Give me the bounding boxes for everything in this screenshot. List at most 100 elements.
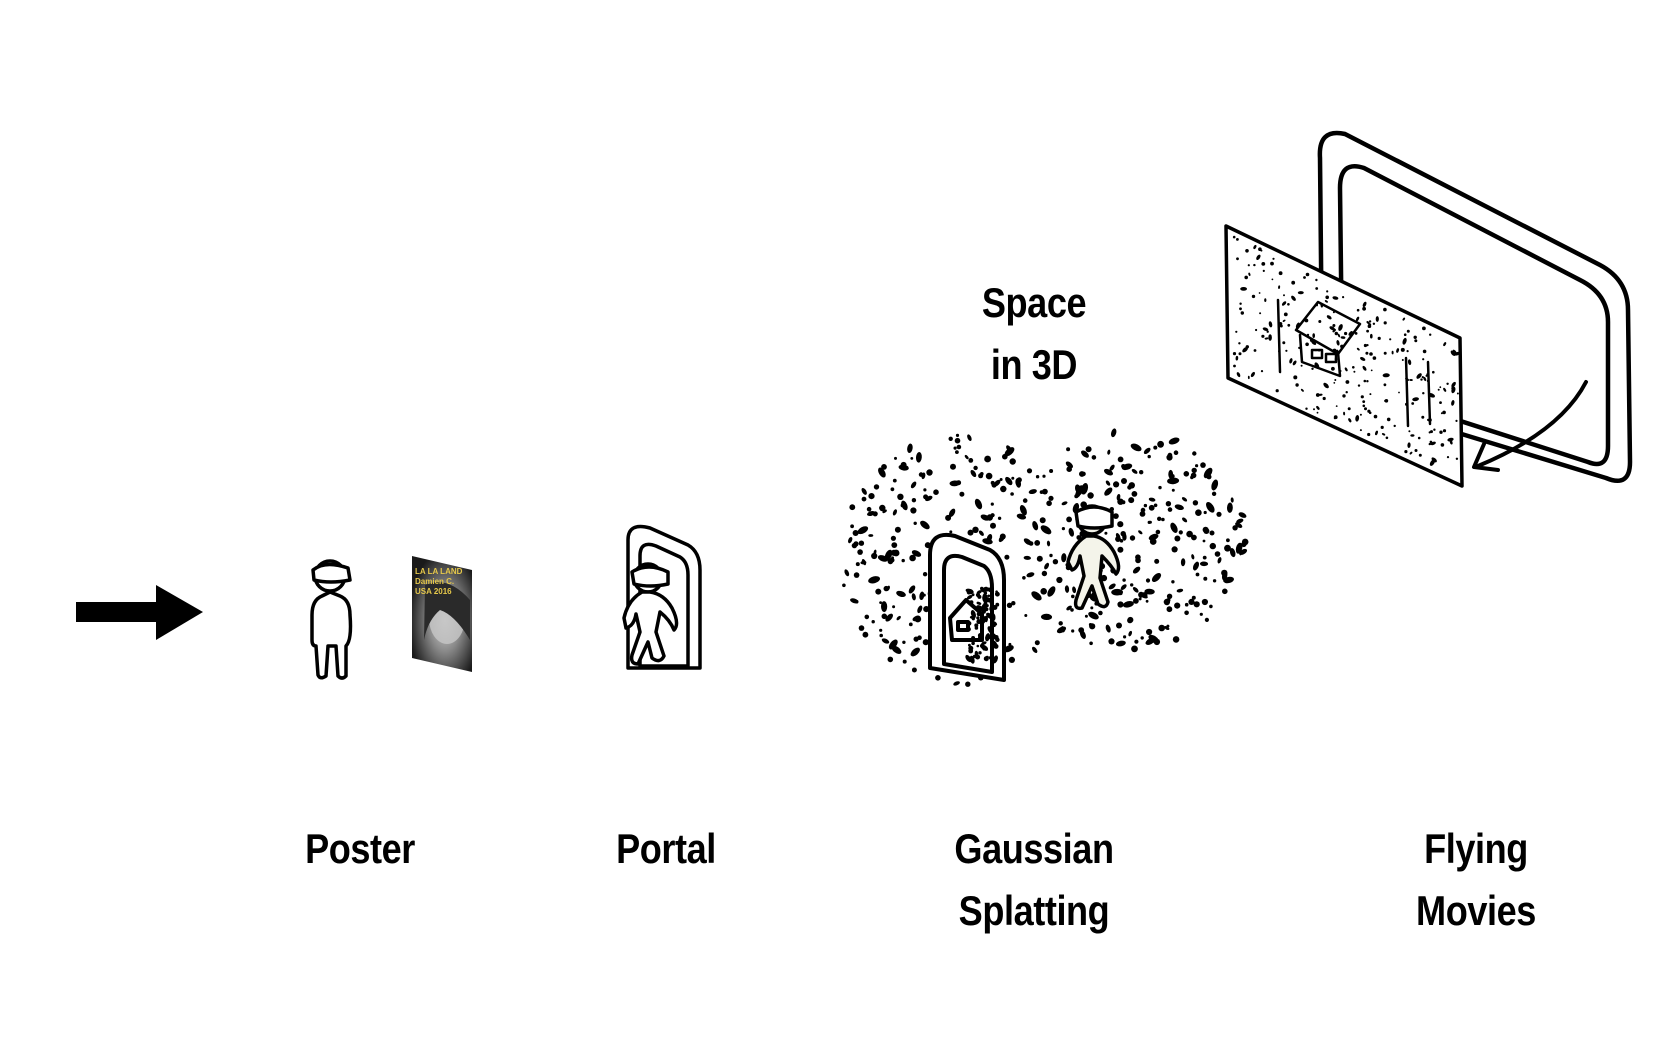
splat-dot [1254,349,1257,352]
splat-dot [1457,393,1459,395]
splat-dot [1192,468,1197,473]
splat-dot [1122,600,1134,609]
splat-dot [1369,393,1371,395]
splat-dot [1287,303,1290,306]
stage-label-line: Gaussian [939,818,1128,880]
splat-dot [923,494,928,499]
splat-dot [1132,586,1140,594]
splat-dot [1366,330,1369,333]
splat-dot [1130,583,1133,586]
splat-dot [912,498,916,502]
splat-dot [1295,383,1298,386]
splat-dot [1272,258,1274,260]
splat-dot [1139,470,1143,474]
splat-dot [1130,535,1135,540]
stage-label-portal: Portal [597,818,735,880]
stage-label-line: Portal [597,818,735,880]
splat-dot [1040,517,1046,523]
splat-dot [1261,370,1263,372]
splat-dot [1384,352,1387,355]
splat-dot [1362,400,1365,403]
splat-dot [903,660,907,664]
splat-dot [1210,543,1216,549]
splat-dot [1373,356,1377,360]
splat-dot [1205,618,1209,622]
splat-dot [1203,556,1207,560]
splat-dot [935,675,941,681]
stage-label-flying-movies: Flying Movies [1399,818,1554,942]
splat-dot [1439,401,1442,404]
splat-dot [980,472,984,476]
splat-dot [971,636,975,640]
splat-dot [865,615,870,620]
splat-dot [1325,296,1329,300]
splat-dot [1132,491,1138,497]
splat-dot [902,559,905,562]
splat-dot [1315,287,1318,290]
splat-dot [1370,334,1373,339]
splat-dot [1023,556,1031,561]
splat-dot [1115,640,1126,647]
splat-dot [1036,475,1039,478]
splat-dot [893,550,900,557]
splat-dot [1264,298,1266,302]
splat-dot [1360,429,1362,431]
splat-dot [1248,264,1250,266]
splat-dot [957,445,962,450]
splat-dot [1423,350,1427,354]
splat-dot [1061,501,1068,507]
splat-dot [1313,408,1315,410]
splat-dot [1407,330,1410,333]
splat-dot [1066,517,1072,523]
splat-dot [1386,437,1389,440]
splat-dot [1056,577,1062,583]
splat-dot [916,605,923,614]
splat-dot [968,458,973,463]
splat-dot [1346,391,1348,393]
splat-dot [1184,471,1190,477]
splat-dot [978,530,985,537]
splat-dot [1123,635,1126,638]
poster-title-text: LA LA LAND [415,567,463,576]
splat-dot [965,682,970,687]
splat-dot [868,493,874,499]
splat-dot [1284,313,1288,317]
splat-dot [1154,559,1159,564]
splat-dot [1089,642,1093,646]
splat-dot [1441,412,1443,414]
splat-dot [1411,402,1414,405]
splat-dot [950,464,956,470]
splat-dot [1146,600,1149,603]
splat-dot [910,507,916,513]
poster-year-text: USA 2016 [415,587,452,596]
splat-dot [1301,365,1303,367]
splat-dot [977,645,980,648]
splat-dot [992,605,997,610]
splat-dot [1072,586,1077,593]
splat-dot [1047,540,1051,546]
splat-dot [1418,437,1421,440]
splat-dot [1226,538,1230,542]
splat-dot [1128,497,1134,503]
splat-dot [1224,545,1231,552]
splat-dot [923,572,927,576]
splat-dot [1134,640,1138,644]
splat-dot [893,479,897,483]
splat-dot [1344,332,1347,335]
splat-dot [1174,603,1180,609]
splat-dot [1200,613,1203,616]
splat-dot [1141,508,1146,513]
splat-dot [1148,455,1151,458]
splat-dot [916,452,923,463]
splat-dot [1062,527,1065,530]
splat-dot [897,494,903,500]
splat-dot [1090,606,1093,609]
splat-dot [977,595,981,599]
splat-dot [1389,338,1391,340]
splat-dot [1233,236,1236,239]
splat-dot [1443,429,1446,432]
splat-dot [1422,376,1424,378]
splat-dot [1092,455,1097,460]
splat-dot [986,473,993,480]
splat-dot [1259,292,1261,294]
